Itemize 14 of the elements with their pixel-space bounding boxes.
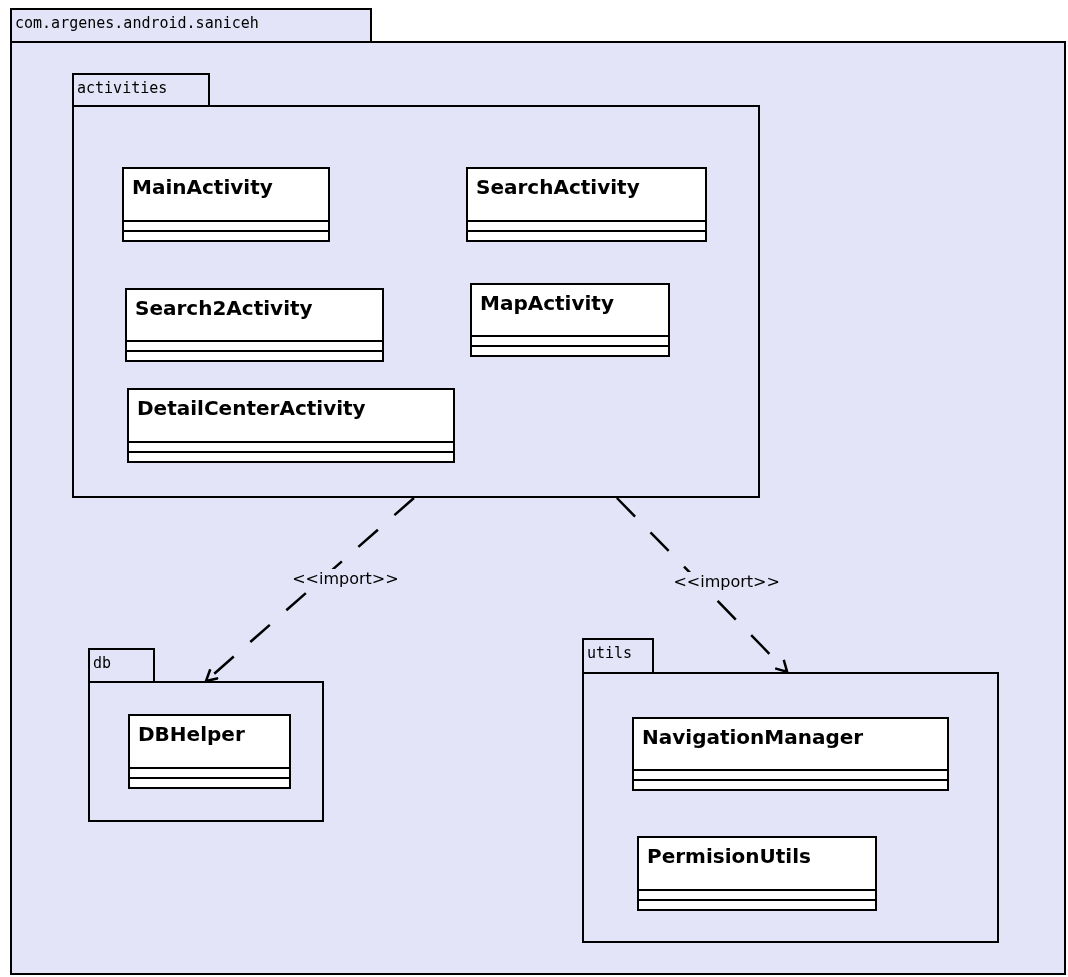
class-box: MapActivity	[470, 283, 670, 357]
package-tab: com.argenes.android.saniceh	[10, 8, 372, 43]
class-box: NavigationManager	[632, 717, 949, 791]
class-box: DetailCenterActivity	[127, 388, 455, 463]
class-box: PermisionUtils	[637, 836, 877, 911]
class-box: MainActivity	[122, 167, 330, 242]
package-tab: activities	[72, 73, 210, 107]
package-tab: db	[88, 648, 155, 683]
package-tab: utils	[582, 638, 654, 674]
import-arrow	[204, 497, 415, 683]
import-arrow	[616, 497, 789, 674]
class-box: Search2Activity	[125, 288, 384, 362]
class-box: DBHelper	[128, 714, 291, 789]
class-box: SearchActivity	[466, 167, 707, 242]
